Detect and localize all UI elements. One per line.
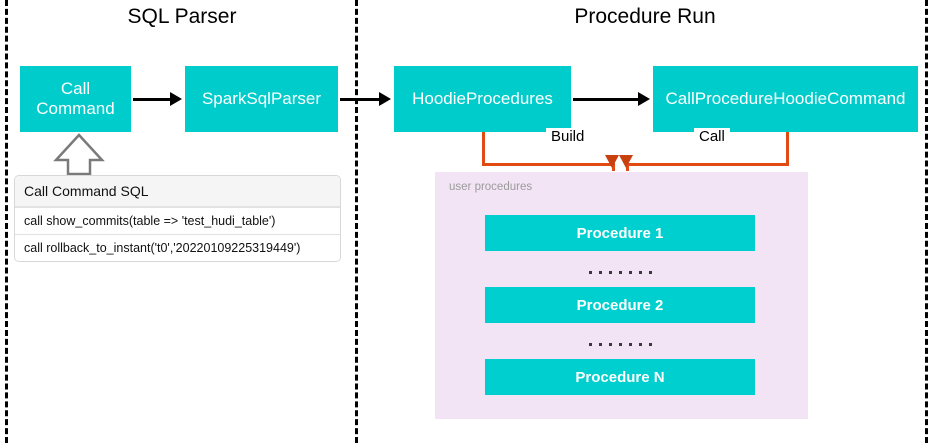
section-title-sql-parser: SQL Parser <box>127 5 237 28</box>
arrow-line-call-to-parser <box>133 98 172 101</box>
arrow-head-parser-to-hoodie <box>379 92 391 106</box>
sql-row-rollback-to-instant[interactable]: call rollback_to_instant('t0','202201092… <box>15 234 340 261</box>
procedure-box-n[interactable]: Procedure N <box>485 359 755 395</box>
sql-panel-header: Call Command SQL <box>15 176 340 207</box>
arrow-line-parser-to-hoodie <box>340 98 380 101</box>
sql-row-show-commits[interactable]: call show_commits(table => 'test_hudi_ta… <box>15 207 340 234</box>
call-connector-horizontal <box>626 163 789 166</box>
build-connector-horizontal <box>482 163 615 166</box>
arrow-line-hoodie-to-command <box>573 98 639 101</box>
procedure-separator-dots-1 <box>485 271 755 274</box>
build-arrow-head <box>605 155 619 168</box>
call-command-sql-panel: Call Command SQL call show_commits(table… <box>14 175 341 262</box>
divider-right <box>925 0 928 443</box>
connector-label-call: Call <box>694 128 730 145</box>
procedure-separator-dots-2 <box>485 343 755 346</box>
build-connector-vertical-left <box>482 132 485 166</box>
arrow-head-call-to-parser <box>170 92 182 106</box>
box-call-command[interactable]: Call Command <box>20 66 131 132</box>
divider-left <box>5 0 8 443</box>
box-hoodie-procedures[interactable]: HoodieProcedures <box>394 66 571 132</box>
call-connector-vertical-right <box>786 132 789 166</box>
procedure-box-1[interactable]: Procedure 1 <box>485 215 755 251</box>
call-arrow-head <box>619 155 633 168</box>
box-spark-sql-parser[interactable]: SparkSqlParser <box>185 66 338 132</box>
divider-middle <box>355 0 358 443</box>
arrow-head-hoodie-to-command <box>638 92 650 106</box>
hollow-up-arrow-icon <box>52 132 106 181</box>
user-procedures-label: user procedures <box>449 181 533 193</box>
connector-label-build: Build <box>546 128 590 145</box>
procedure-box-2[interactable]: Procedure 2 <box>485 287 755 323</box>
user-procedures-panel: user procedures Procedure 1 Procedure 2 … <box>435 172 808 419</box>
box-call-procedure-hoodie-command[interactable]: CallProcedureHoodieCommand <box>653 66 918 132</box>
section-title-procedure-run: Procedure Run <box>574 5 716 28</box>
